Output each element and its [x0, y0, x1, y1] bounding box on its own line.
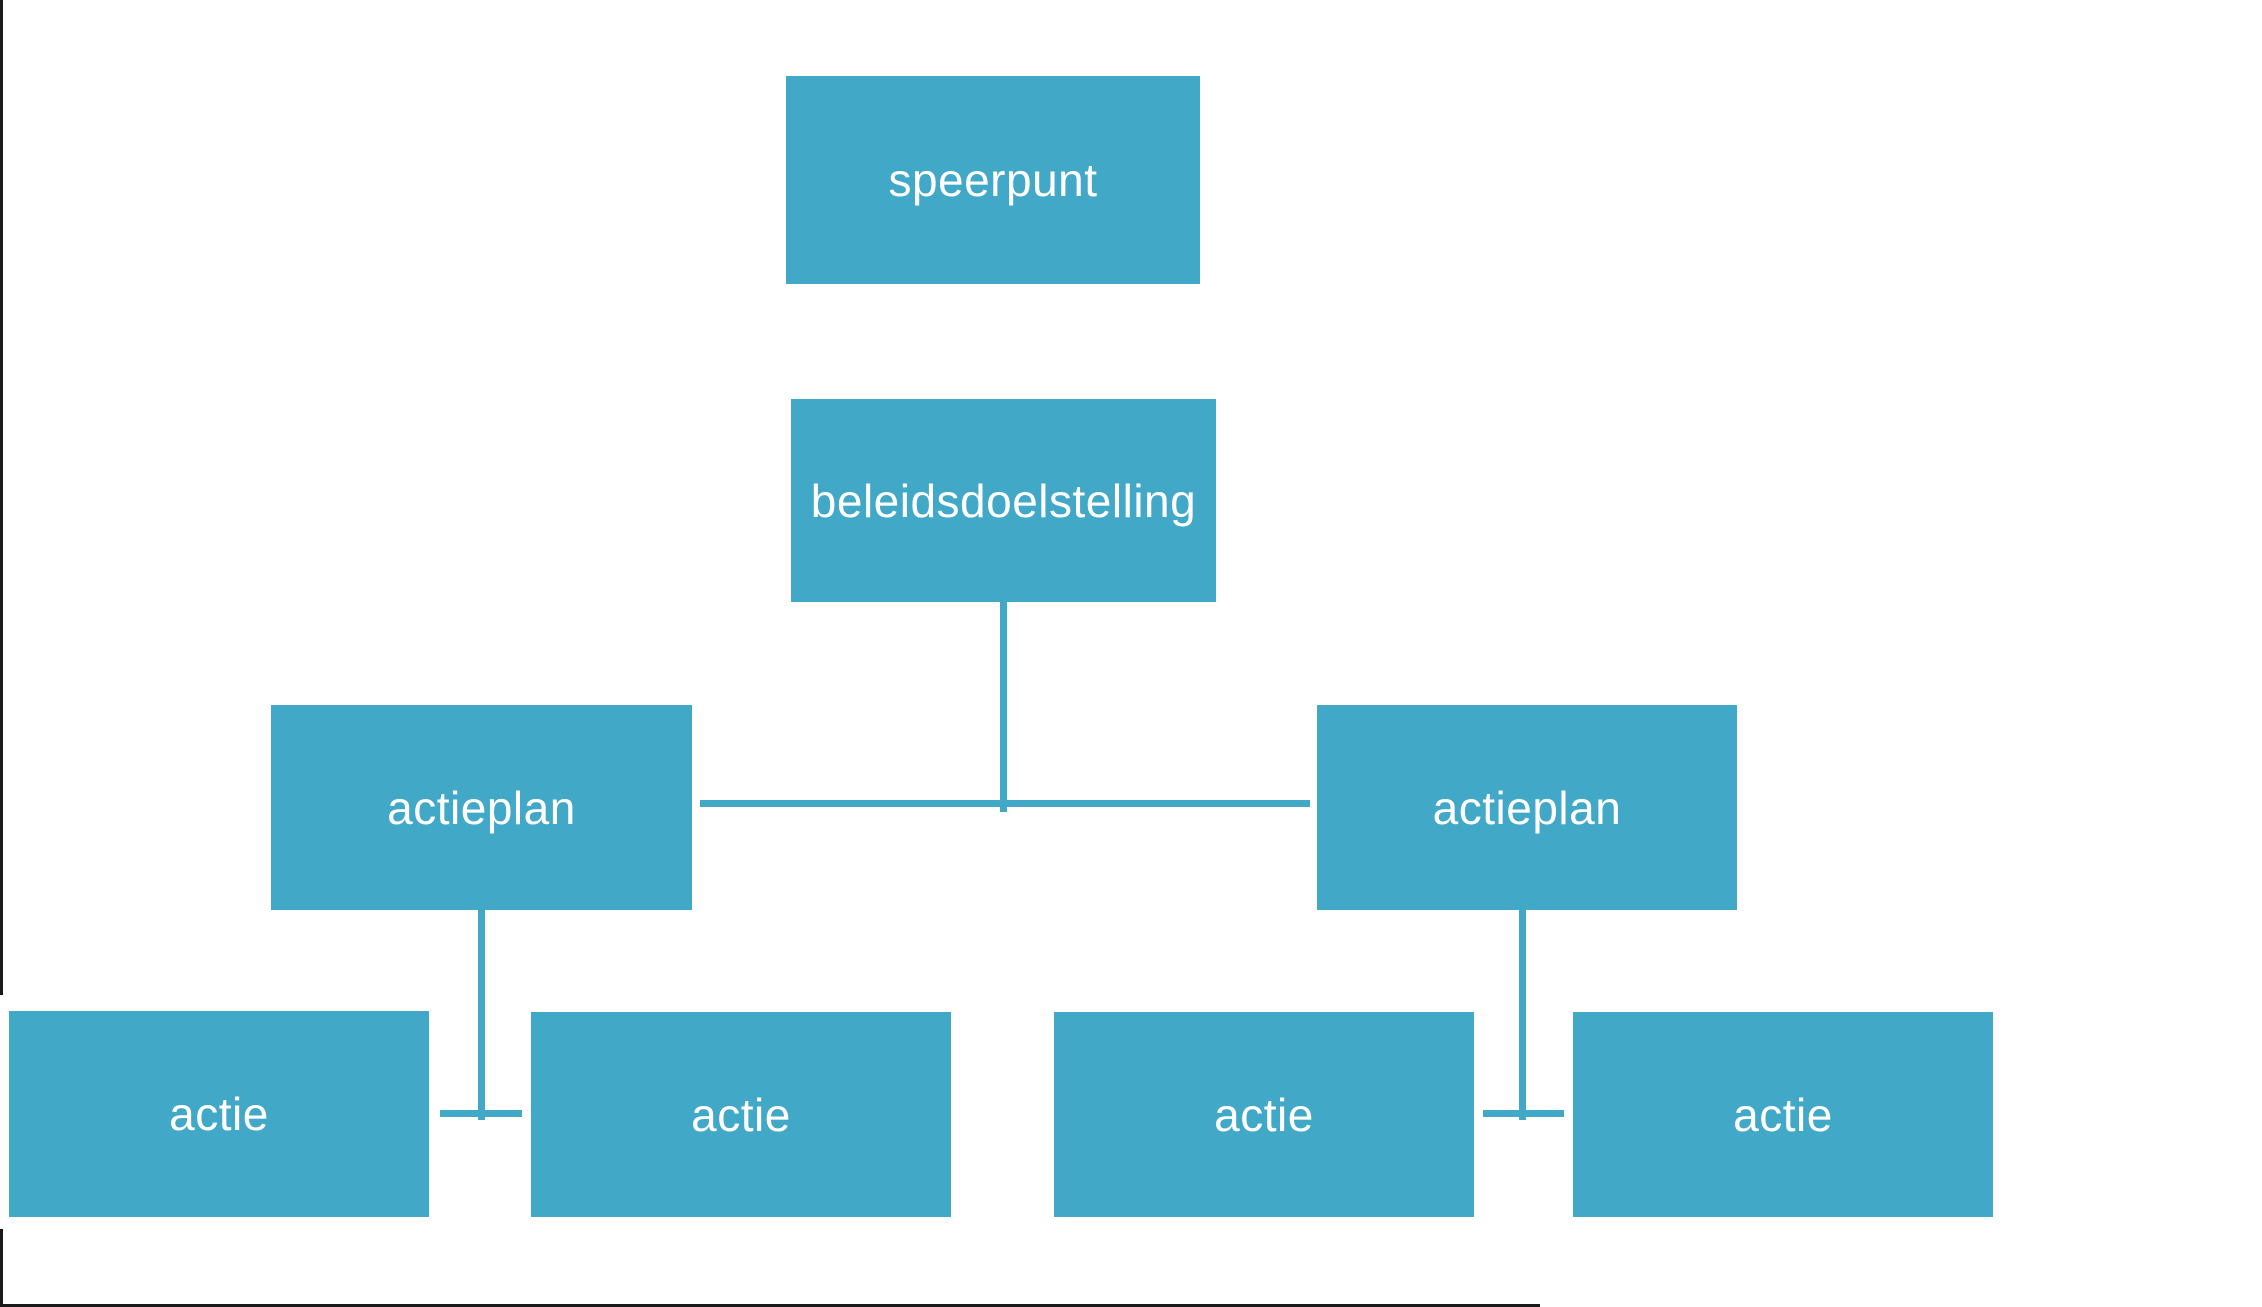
node-actie-2-label: actie	[691, 1088, 791, 1141]
node-actieplan-right[interactable]: actieplan	[1317, 705, 1737, 910]
node-actie-2[interactable]: actie	[531, 1012, 951, 1217]
connector-actie-right-horizontal	[1483, 1110, 1564, 1117]
node-actie-4[interactable]: actie	[1573, 1012, 1993, 1217]
node-actieplan-left-label: actieplan	[387, 781, 576, 834]
node-actieplan-left[interactable]: actieplan	[271, 705, 692, 910]
connector-actieplan-left-down	[478, 910, 485, 1120]
node-beleidsdoelstelling[interactable]: beleidsdoelstelling	[791, 399, 1216, 602]
node-actie-1-label: actie	[169, 1088, 269, 1140]
connector-actieplan-horizontal	[700, 800, 1310, 807]
node-actie-3[interactable]: actie	[1054, 1012, 1474, 1217]
node-actie-1[interactable]: actie	[9, 1011, 429, 1217]
node-actieplan-right-label: actieplan	[1432, 781, 1622, 834]
node-speerpunt-label: speerpunt	[888, 154, 1098, 206]
node-speerpunt[interactable]: speerpunt	[786, 76, 1200, 284]
node-actie-3-label: actie	[1214, 1088, 1314, 1141]
left-edge-line-top	[0, 0, 3, 995]
left-edge-line-bottom	[0, 1229, 3, 1304]
connector-actie-left-horizontal	[440, 1110, 522, 1117]
node-actie-4-label: actie	[1733, 1088, 1833, 1141]
node-beleidsdoelstelling-label: beleidsdoelstelling	[810, 474, 1197, 527]
connector-actieplan-right-down	[1519, 910, 1526, 1120]
bottom-edge-line	[0, 1304, 1540, 1307]
connector-beleidsdoelstelling-down	[1000, 602, 1007, 812]
